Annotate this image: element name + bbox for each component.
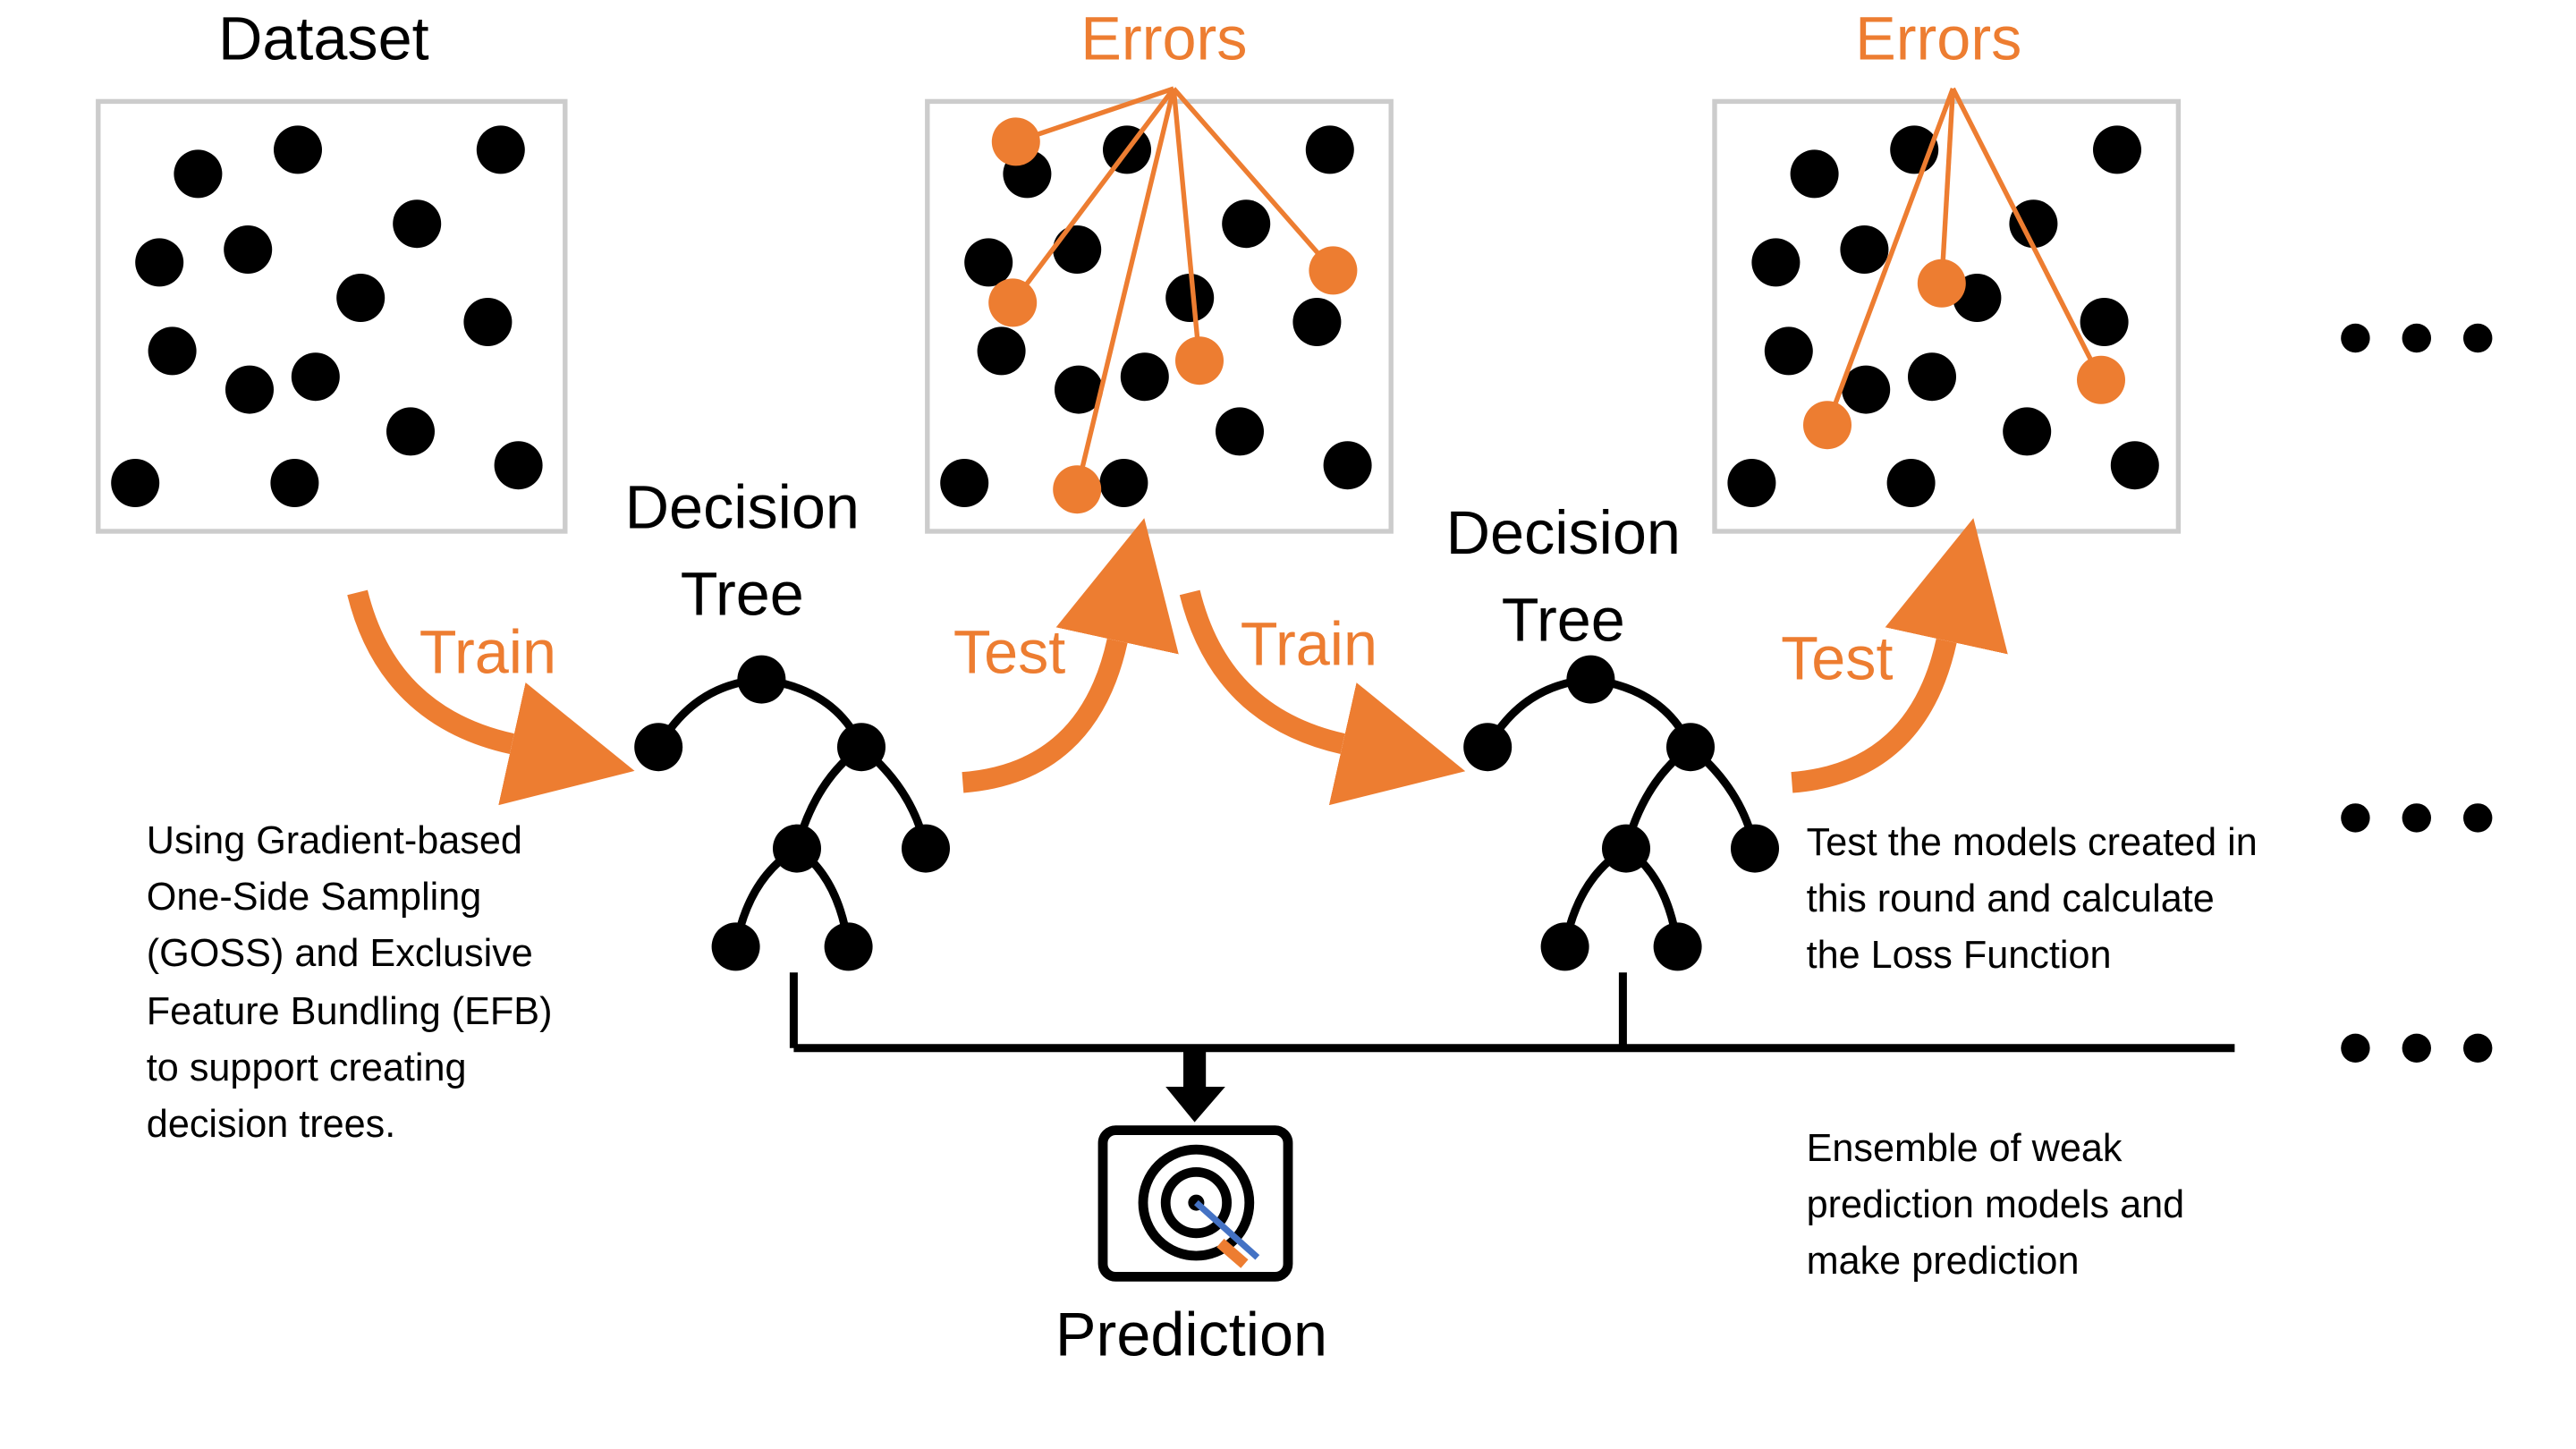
goss-efb-note: Using Gradient-based One-Side Sampling (… [147, 819, 564, 1146]
prediction-label: Prediction [1055, 1301, 1327, 1369]
dataset-title: Dataset [218, 5, 429, 73]
errors-1-highlighted-points [988, 117, 1358, 514]
test-label-1: Test [953, 618, 1065, 686]
dart-icon [1193, 1199, 1260, 1268]
errors-title-2: Errors [1855, 5, 2021, 73]
train-arrow-2 [1179, 589, 1466, 806]
ensemble-connector [789, 972, 2235, 1053]
dataset-points [111, 125, 543, 507]
ellipsis-icon [2341, 323, 2493, 353]
loss-function-note: Test the models created in this round an… [1807, 821, 2268, 977]
errors-title-1: Errors [1080, 5, 1247, 73]
decision-tree-icon-2 [1463, 655, 1779, 971]
errors-2-lines [1825, 87, 2104, 427]
errors-2-points [1727, 125, 2159, 507]
train-label-2: Train [1241, 610, 1377, 678]
ellipsis-icon [2341, 803, 2493, 833]
ellipsis-icon [2341, 1033, 2493, 1063]
errors-1-points [940, 125, 1372, 507]
arrows [347, 518, 2008, 806]
tree-label-2-line1: Decision [1446, 499, 1681, 567]
tree-label-1-line1: Decision [625, 473, 860, 541]
test-arrow-1 [962, 518, 1179, 793]
tree-label-1-line2: Tree [681, 561, 804, 629]
ensemble-note: Ensemble of weak prediction models and m… [1807, 1127, 2196, 1283]
target-icon [1097, 1125, 1293, 1282]
errors-1-lines [1011, 86, 1335, 490]
test-label-2: Test [1781, 625, 1893, 693]
decision-tree-icon-1 [634, 655, 950, 971]
tree-label-2-line2: Tree [1502, 586, 1625, 654]
errors-2-highlighted-points [1803, 258, 2125, 450]
ensemble-down-arrow [1165, 1051, 1225, 1123]
train-arrow-1 [347, 589, 635, 806]
train-label-1: Train [419, 618, 556, 686]
test-arrow-2 [1791, 518, 2008, 793]
